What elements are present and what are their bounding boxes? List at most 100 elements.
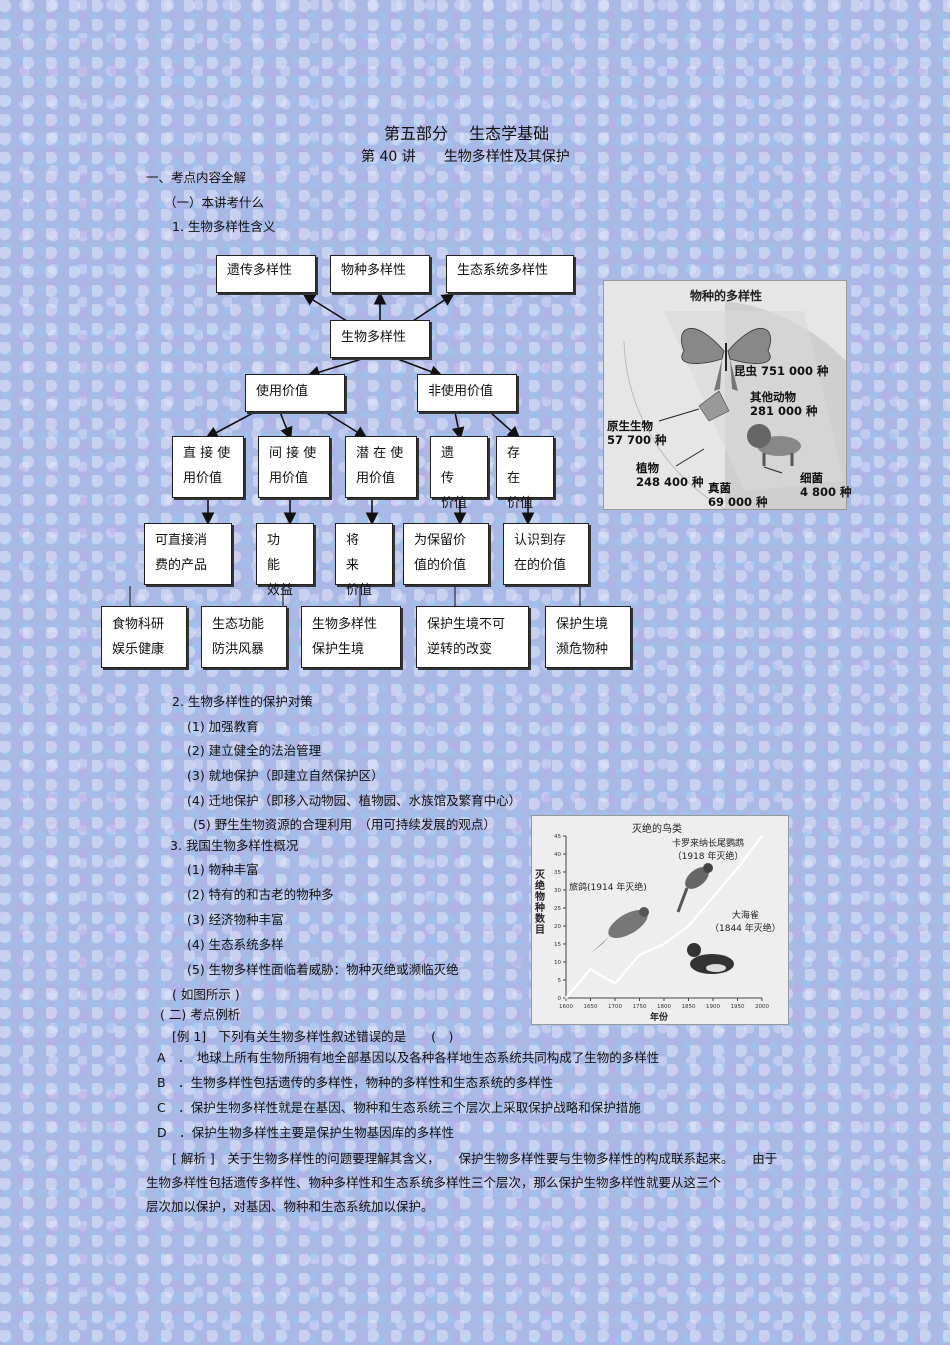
label-passenger-pigeon: 旅鸽(1914 年灭绝) bbox=[569, 883, 647, 893]
y-tick-label: 40 bbox=[554, 852, 561, 858]
x-tick-label: 1850 bbox=[682, 1004, 696, 1010]
analysis-line-3: 层次加以保护，对基因、物种和生态系统加以保护。 bbox=[146, 1199, 434, 1214]
option-c: C ．保护生物多样性就是在基因、物种和生态系统三个层次上采取保护战略和保护措施 bbox=[157, 1100, 641, 1115]
y-tick-label: 25 bbox=[554, 906, 561, 912]
data-point bbox=[565, 997, 567, 999]
x-tick-label: 1900 bbox=[706, 1004, 720, 1010]
y-tick-label: 45 bbox=[554, 834, 561, 840]
data-point bbox=[638, 954, 641, 956]
data-point bbox=[589, 968, 592, 970]
diagram-box-ecosystem: 生态系统多样性 bbox=[446, 255, 574, 293]
protist-icon bbox=[698, 390, 730, 422]
birds-chart-title: 灭绝的鸟类 bbox=[632, 824, 682, 835]
species-figure-title: 物种的多样性 bbox=[690, 289, 763, 303]
protection-item-1: (1) 加强教育 bbox=[187, 719, 259, 734]
protection-item-2: (2) 建立健全的法治管理 bbox=[187, 743, 322, 758]
china-heading: 3. 我国生物多样性概况 bbox=[170, 838, 299, 853]
moth-icon bbox=[681, 328, 771, 391]
option-a: A ． 地球上所有生物所拥有地全部基因以及各种各样地生态系统共同构成了生物的多样… bbox=[157, 1050, 660, 1065]
x-tick-label: 1650 bbox=[584, 1004, 598, 1010]
data-point bbox=[736, 867, 739, 870]
diagram-box-existence: 存 在价值 bbox=[496, 436, 554, 511]
x-tick-label: 1600 bbox=[559, 1004, 573, 1010]
great-auk-icon bbox=[687, 943, 734, 974]
diagram-connectors bbox=[129, 291, 581, 606]
diagram-box-heritage: 遗 传价值 bbox=[430, 436, 488, 511]
diagram-box-consumable: 可直接消费的产品 bbox=[144, 523, 232, 585]
part-title: 第五部分 生态学基础 bbox=[384, 124, 550, 143]
diagram-box-biodiversity: 生物多样性 bbox=[330, 320, 430, 358]
diagram-box-option-value: 为保留价值的价值 bbox=[403, 523, 489, 585]
diagram-box-genetic: 遗传多样性 bbox=[216, 255, 316, 293]
diagram-box-direct-use: 直 接 使用价值 bbox=[172, 436, 244, 498]
example-question: [例 1] 下列有关生物多样性叙述错误的是 ( ) bbox=[172, 1029, 454, 1044]
diagram-box-irreversible: 保护生境不可逆转的改变 bbox=[416, 606, 529, 668]
china-item-2: (2) 特有的和古老的物种多 bbox=[187, 887, 334, 902]
diagram-box-food-research: 食物科研娱乐健康 bbox=[101, 606, 187, 668]
y-tick-label: 35 bbox=[554, 870, 561, 876]
china-item-4: (4) 生态系统多样 bbox=[187, 937, 284, 952]
y-tick-label: 30 bbox=[554, 888, 561, 894]
parakeet-icon bbox=[676, 863, 713, 913]
diagram-box-eco-function: 生态功能防洪风暴 bbox=[201, 606, 287, 668]
y-tick-label: 0 bbox=[558, 996, 562, 1002]
analysis-line-1: [ 解析 ] 关于生物多样性的问题要理解其含义， 保护生物多样性要与生物多样性的… bbox=[172, 1151, 778, 1166]
data-point bbox=[614, 982, 616, 985]
data-point bbox=[687, 925, 690, 927]
pigeon-icon bbox=[590, 907, 649, 954]
china-item-5: (5) 生物多样性面临着威胁：物种灭绝或濒临灭绝 bbox=[187, 962, 459, 977]
extinct-birds-chart: 0 5 10 15 20 25 30 35 40 45 1600 1650 1700 1750 1800 18… bbox=[531, 815, 789, 1025]
diagram-box-species: 物种多样性 bbox=[330, 255, 430, 293]
species-pie-graphic bbox=[623, 301, 846, 509]
item-heading-1: 1. 生物多样性含义 bbox=[172, 219, 276, 234]
y-tick-label: 10 bbox=[554, 960, 561, 966]
x-tick-label: 1950 bbox=[731, 1004, 745, 1010]
protection-item-3: (3) 就地保护（即建立自然保护区） bbox=[187, 768, 384, 783]
option-b: B ．生物多样性包括遗传的多样性，物种的多样性和生态系统的多样性 bbox=[157, 1075, 554, 1090]
diagram-box-future: 将 来价值 bbox=[335, 523, 393, 598]
diagram-box-endangered: 保护生境濒危物种 bbox=[545, 606, 631, 668]
data-point bbox=[663, 943, 665, 945]
data-point bbox=[761, 835, 763, 837]
lecture-title: 第 40 讲 生物多样性及其保护 bbox=[361, 149, 570, 165]
china-item-1: (1) 物种丰富 bbox=[187, 862, 259, 877]
protection-item-5: (5) 野生生物资源的合理利用 （用可持续发展的观点） bbox=[193, 817, 496, 832]
option-d: D ．保护生物多样性主要是保护生物基因库的多样性 bbox=[157, 1125, 455, 1140]
diagram-box-protect-habitat: 生物多样性保护生境 bbox=[301, 606, 401, 668]
y-tick-label: 20 bbox=[554, 924, 561, 930]
diagram-box-existence-value: 认识到存在的价值 bbox=[503, 523, 589, 585]
figure-note: ( 如图所示 ) bbox=[172, 987, 240, 1002]
diagram-box-function: 功 能效益 bbox=[256, 523, 314, 598]
birds-chart-xlabel: 年份 bbox=[650, 1013, 669, 1023]
diagram-box-use-value: 使用价值 bbox=[245, 374, 345, 412]
extinct-birds-chart-svg: 0 5 10 15 20 25 30 35 40 45 1600 1650 1700 1750 1800 18… bbox=[554, 834, 769, 1010]
diagram-box-non-use-value: 非使用价值 bbox=[417, 374, 517, 412]
label-carolina-parakeet: 卡罗来纳长尾鹦鹉（1918 年灭绝） bbox=[672, 839, 745, 862]
analysis-line-2: 生物多样性包括遗传多样性、物种多样性和生态系统多样性三个层次，那么保护生物多样性… bbox=[146, 1175, 722, 1190]
x-tick-label: 1700 bbox=[608, 1004, 622, 1010]
data-point bbox=[712, 896, 714, 898]
subsection-heading-2: ( 二) 考点例析 bbox=[160, 1007, 241, 1022]
section-heading-1: 一、考点内容全解 bbox=[146, 170, 247, 185]
subsection-heading-1: （一）本讲考什么 bbox=[164, 195, 265, 210]
y-tick-label: 5 bbox=[558, 978, 562, 984]
birds-chart-ylabel: 灭绝物种数目 bbox=[535, 870, 545, 936]
x-tick-label: 1800 bbox=[657, 1004, 671, 1010]
protection-heading: 2. 生物多样性的保护对策 bbox=[172, 694, 313, 709]
y-tick-label: 15 bbox=[554, 942, 561, 948]
protection-item-4: (4) 迁地保护（即移入动物园、植物园、水族馆及繁育中心） bbox=[187, 793, 522, 808]
x-tick-label: 1750 bbox=[633, 1004, 647, 1010]
diagram-box-potential-use: 潜 在 使用价值 bbox=[345, 436, 417, 498]
lion-icon bbox=[747, 424, 801, 466]
label-insects: 昆虫 751 000 种 bbox=[734, 364, 829, 378]
china-item-3: (3) 经济物种丰富 bbox=[187, 912, 284, 927]
diagram-box-indirect-use: 间 接 使用价值 bbox=[258, 436, 330, 498]
label-great-auk: 大海雀（1844 年灭绝） bbox=[710, 911, 781, 934]
x-tick-label: 2000 bbox=[755, 1004, 769, 1010]
